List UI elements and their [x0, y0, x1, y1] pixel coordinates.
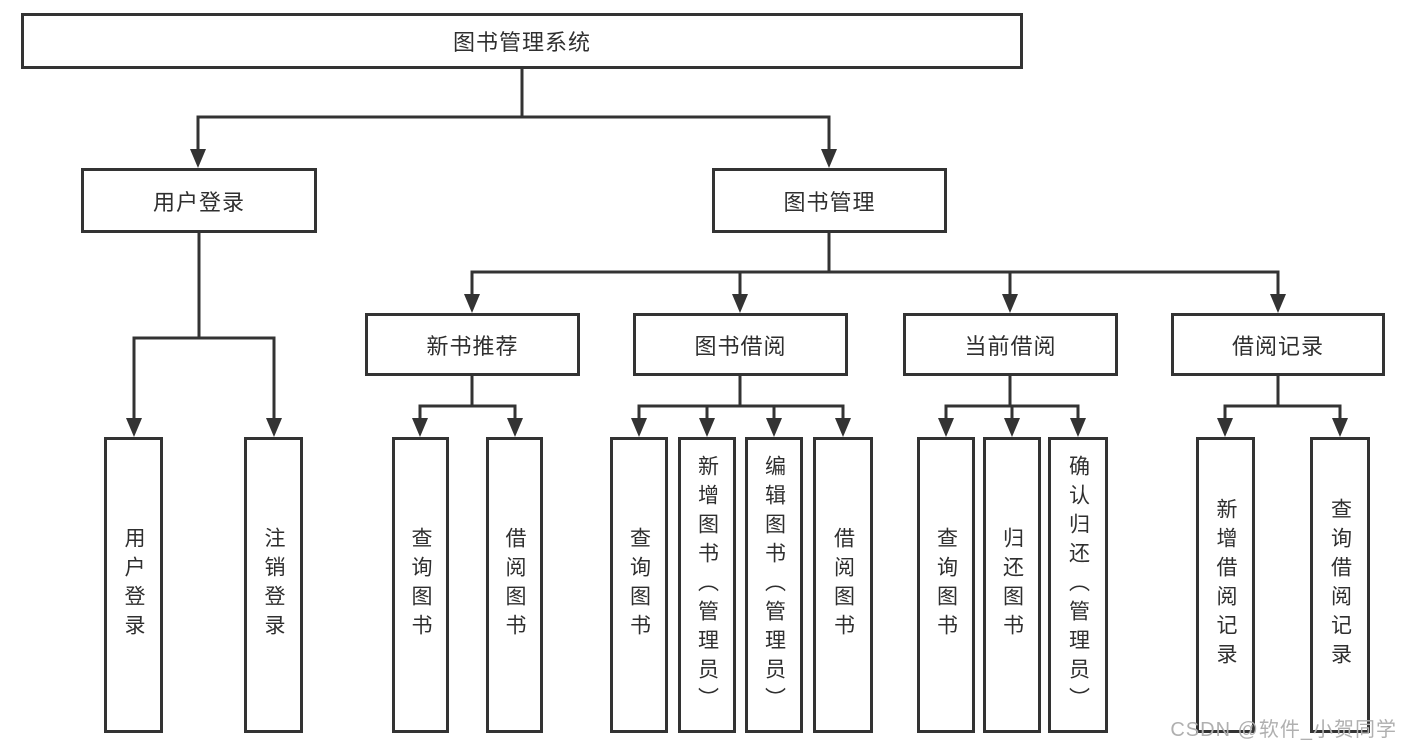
connector-root-to-level2: [196, 69, 831, 150]
arrowhead: [190, 149, 206, 168]
arrowhead: [464, 294, 480, 313]
leaf-borrow-books: 借阅图书: [813, 437, 873, 733]
connector-current-to-leaves: [944, 376, 1080, 421]
leaf-return-books: 归还图书: [983, 437, 1041, 733]
arrowhead: [631, 418, 647, 437]
node-book-borrowing: 图书借阅: [633, 313, 848, 376]
arrowhead: [938, 418, 954, 437]
arrowhead: [266, 418, 282, 437]
arrowhead: [732, 294, 748, 313]
arrowhead: [821, 149, 837, 168]
node-current-borrowing: 当前借阅: [903, 313, 1118, 376]
arrowhead: [1217, 418, 1233, 437]
leaf-logout: 注销登录: [244, 437, 303, 733]
arrowhead: [507, 418, 523, 437]
node-user-login: 用户登录: [81, 168, 317, 233]
connector-userlogin-to-leaves: [132, 233, 276, 420]
leaf-edit-books-admin: 编辑图书（管理员）: [745, 437, 803, 733]
arrowhead: [699, 418, 715, 437]
arrowhead: [412, 418, 428, 437]
leaf-query-books-current: 查询图书: [917, 437, 975, 733]
node-borrowing-records: 借阅记录: [1171, 313, 1385, 376]
leaf-query-borrow-record: 查询借阅记录: [1310, 437, 1370, 733]
arrowhead: [766, 418, 782, 437]
leaf-add-borrow-record: 新增借阅记录: [1196, 437, 1255, 733]
leaf-add-books-admin: 新增图书（管理员）: [678, 437, 736, 733]
connector-records-to-leaves: [1223, 376, 1342, 421]
arrowhead: [835, 418, 851, 437]
leaf-borrow-books-recommend: 借阅图书: [486, 437, 543, 733]
connector-recommend-to-leaves: [418, 376, 517, 421]
leaf-confirm-return-admin: 确认归还（管理员）: [1048, 437, 1108, 733]
arrowhead: [1004, 418, 1020, 437]
connector-bookmgmt-to-level3: [470, 232, 1280, 296]
leaf-query-books-recommend: 查询图书: [392, 437, 449, 733]
csdn-watermark: CSDN @软件_小贺同学: [1170, 719, 1397, 741]
connector-borrow-to-leaves: [637, 376, 845, 421]
node-new-book-recommend: 新书推荐: [365, 313, 580, 376]
node-book-management: 图书管理: [712, 168, 947, 233]
arrowhead: [1002, 294, 1018, 313]
arrowheads: [126, 149, 1348, 437]
node-library-management-system: 图书管理系统: [21, 13, 1023, 69]
arrowhead: [1332, 418, 1348, 437]
arrowhead: [126, 418, 142, 437]
arrowhead: [1070, 418, 1086, 437]
leaf-user-login: 用户登录: [104, 437, 163, 733]
arrowhead: [1270, 294, 1286, 313]
leaf-query-books-borrowing: 查询图书: [610, 437, 668, 733]
